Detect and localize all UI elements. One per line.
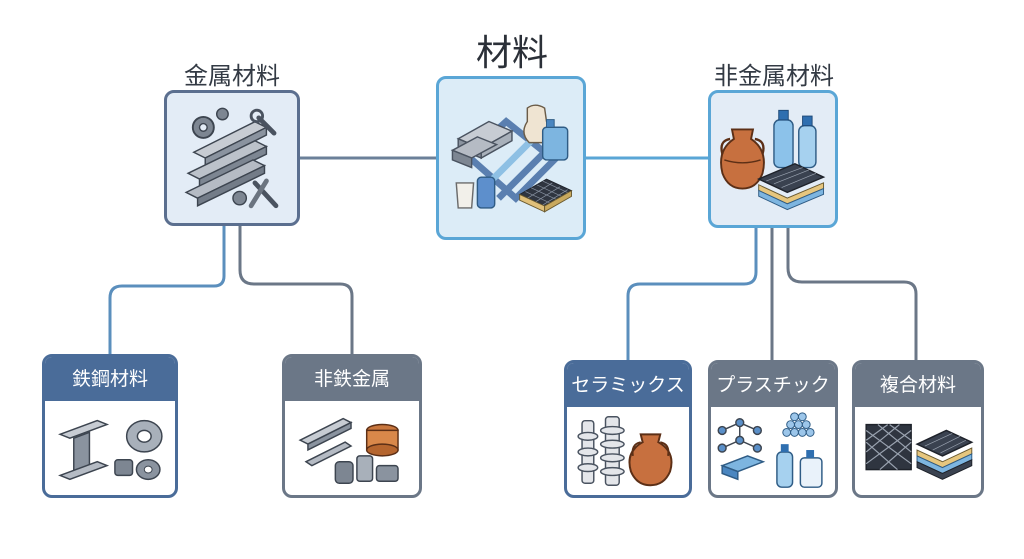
leaf-composites-label: 複合材料 — [855, 363, 981, 407]
amphora-bottles-sheets-icon — [720, 109, 826, 211]
metal-branch-node — [164, 90, 300, 226]
steel-ibeam-coil-icon — [58, 419, 163, 481]
nonmetal-branch-title: 非金属材料 — [714, 62, 834, 90]
leaf-plastics-label: プラスチック — [711, 363, 835, 407]
leaf-plastics: プラスチック — [708, 360, 838, 498]
woven-fiber-layers-icon — [865, 423, 974, 480]
ceramic-insulators-vase-icon — [577, 416, 673, 487]
root-node — [436, 76, 586, 240]
polymer-pellets-bottles-icon — [717, 412, 823, 488]
nonferrous-profiles-wire-icon — [298, 417, 399, 484]
leaf-nonferrous-label: 非鉄金属 — [285, 357, 419, 401]
leaf-ferrous-label: 鉄鋼材料 — [45, 357, 175, 401]
metal-branch-title: 金属材料 — [184, 62, 280, 90]
leaf-composites: 複合材料 — [852, 360, 984, 498]
metal-beams-tools-icon — [184, 107, 279, 209]
root-title: 材料 — [475, 33, 548, 74]
leaf-ceramics-label: セラミックス — [567, 363, 689, 407]
leaf-nonferrous: 非鉄金属 — [282, 354, 422, 498]
nonmetal-branch-node — [708, 90, 838, 228]
leaf-ferrous: 鉄鋼材料 — [42, 354, 178, 498]
leaf-ceramics: セラミックス — [564, 360, 692, 498]
materials-collage-icon — [450, 104, 573, 213]
